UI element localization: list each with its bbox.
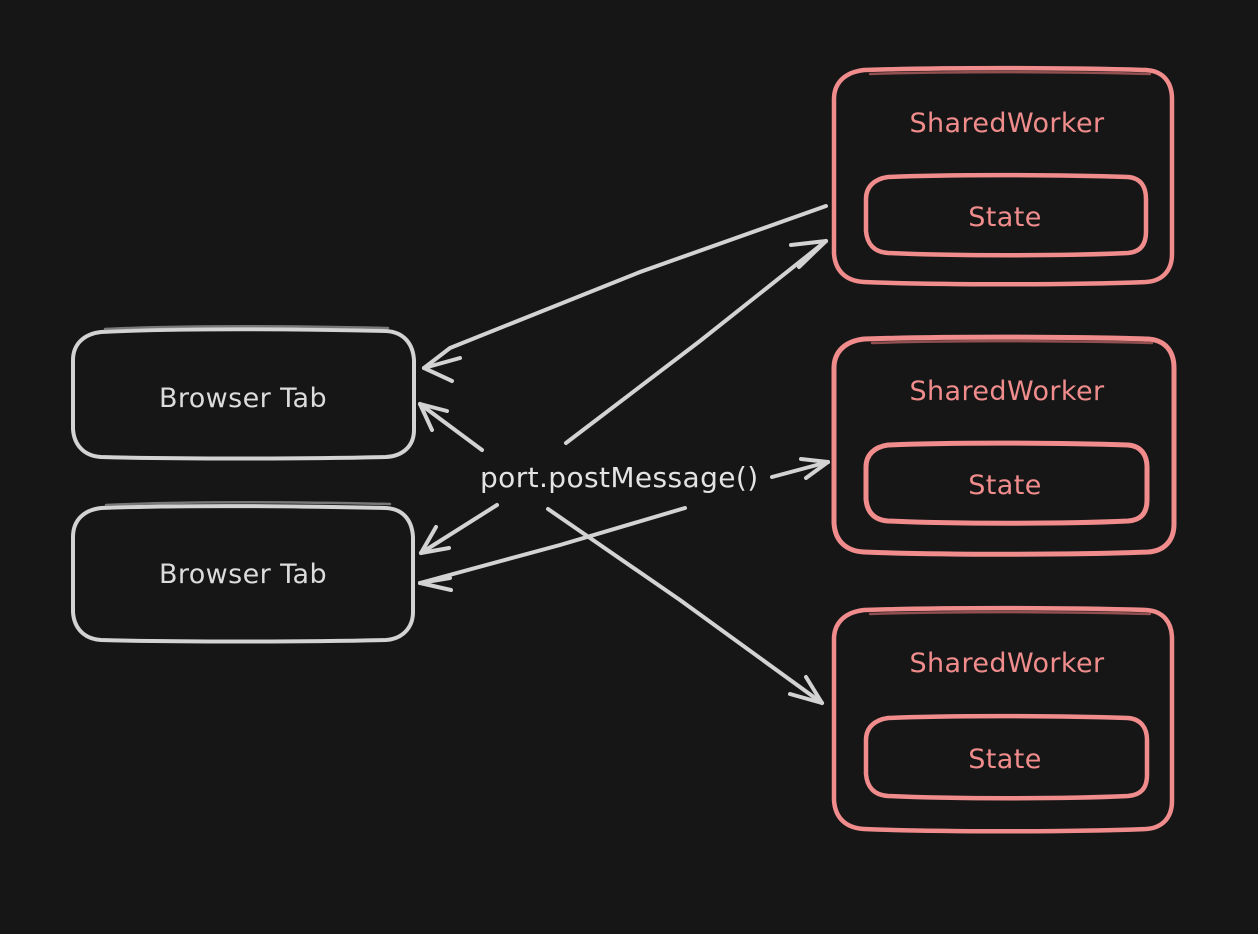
shared-worker-2-label: SharedWorker xyxy=(910,376,1105,407)
browser-tab-1-outline-sketch xyxy=(103,325,390,331)
shared-worker-1-state-outline xyxy=(863,172,1149,258)
browser-tab-2-label: Browser Tab xyxy=(159,559,327,590)
browser-tab-2[interactable]: Browser Tab xyxy=(71,501,415,644)
arrow-worker1-to-tab1 xyxy=(422,204,828,383)
shared-worker-1-outline xyxy=(831,65,1175,287)
shared-worker-3[interactable]: SharedWorker State xyxy=(831,605,1175,834)
shared-worker-2[interactable]: SharedWorker State xyxy=(831,334,1177,557)
shared-worker-3-outline-sketch xyxy=(868,610,1152,616)
shared-worker-1[interactable]: SharedWorker State xyxy=(831,65,1175,287)
browser-tab-1[interactable]: Browser Tab xyxy=(71,325,416,461)
shared-worker-2-outline xyxy=(831,334,1177,557)
shared-worker-1-state[interactable]: State xyxy=(863,172,1149,258)
arrow-hub-to-tab1 xyxy=(418,402,484,452)
edge-label-post-message: port.postMessage() xyxy=(480,461,759,494)
shared-worker-3-state-label: State xyxy=(968,744,1041,775)
arrow-hub-to-worker3 xyxy=(546,507,824,705)
browser-tab-1-outline xyxy=(71,327,416,461)
browser-tab-2-outline xyxy=(71,504,415,644)
shared-worker-3-outline xyxy=(831,605,1175,834)
arrow-hub-to-worker1 xyxy=(564,239,828,445)
browser-tab-2-outline-sketch xyxy=(104,501,392,507)
shared-worker-2-state[interactable]: State xyxy=(863,440,1150,526)
shared-worker-3-state-outline xyxy=(863,713,1150,801)
shared-worker-3-label: SharedWorker xyxy=(910,648,1105,679)
shared-worker-3-state[interactable]: State xyxy=(863,713,1150,801)
shared-worker-1-outline-sketch xyxy=(868,70,1152,76)
shared-worker-1-state-label: State xyxy=(968,202,1041,233)
arrow-layer xyxy=(418,204,830,705)
shared-worker-2-outline-sketch xyxy=(870,339,1154,345)
arrow-worker3-to-tab2 xyxy=(418,506,687,592)
shared-worker-1-label: SharedWorker xyxy=(910,108,1105,139)
shared-worker-2-state-label: State xyxy=(968,470,1041,501)
arrow-hub-to-tab2 xyxy=(419,503,499,555)
arrow-hub-to-worker2 xyxy=(770,457,830,480)
browser-tab-1-label: Browser Tab xyxy=(159,383,327,414)
shared-worker-2-state-outline xyxy=(863,440,1150,526)
